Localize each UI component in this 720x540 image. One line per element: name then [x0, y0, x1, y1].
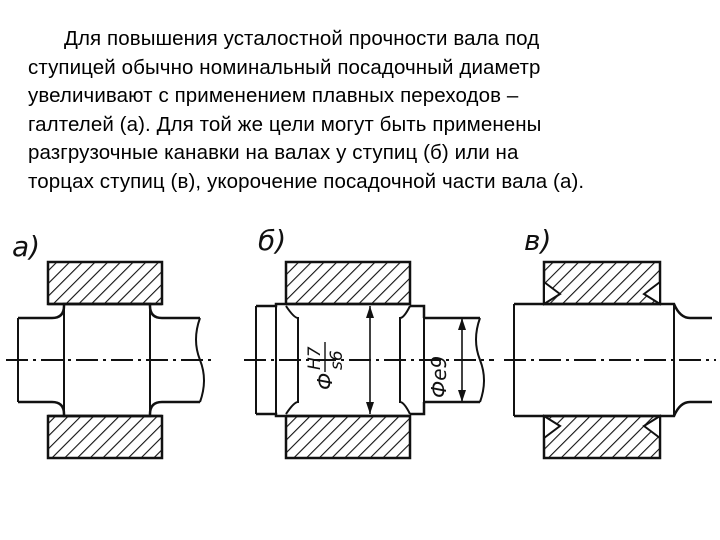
label-b: б) — [258, 224, 286, 257]
dim-label-b2: Фe9 — [427, 356, 451, 398]
hub-v-bottom — [542, 414, 662, 460]
hub-v-top — [542, 260, 662, 306]
hub-a-top — [46, 260, 164, 306]
svg-text:Фe9: Фe9 — [427, 356, 451, 398]
figure-v: в) — [504, 224, 716, 460]
shaft-a-bottom-edge — [18, 400, 200, 418]
shaft-a-top-edge — [18, 302, 200, 320]
svg-text:Ф: Ф — [313, 373, 337, 390]
svg-text:H7: H7 — [305, 346, 325, 370]
label-v: в) — [524, 224, 551, 257]
hub-b-top — [284, 260, 412, 306]
svg-text:s6: s6 — [327, 350, 347, 370]
figure-a: а) — [6, 230, 212, 460]
hub-a-bottom — [46, 414, 164, 460]
paragraph-line: Для повышения усталостной прочности вала… — [64, 27, 540, 50]
paragraph-line: увеличивают с применением плавных перехо… — [28, 84, 519, 108]
paragraph-line: ступицей обычно номинальный посадочный д… — [28, 55, 541, 79]
paragraph-line: разгрузочные канавки на валах у ступиц (… — [28, 141, 519, 165]
dim-label-b1: Ф H7 s6 — [305, 342, 347, 390]
paragraph-line: торцах ступиц (в), укорочение посадочной… — [28, 169, 585, 193]
hub-b-bottom — [284, 414, 412, 460]
description-paragraph: Для повышения усталостной прочности вала… — [28, 25, 698, 197]
paragraph-line: галтелей (а). Для той же цели могут быть… — [28, 112, 542, 136]
label-a: а) — [12, 230, 40, 263]
figure-b: б) Ф H7 s6 — [244, 224, 494, 460]
